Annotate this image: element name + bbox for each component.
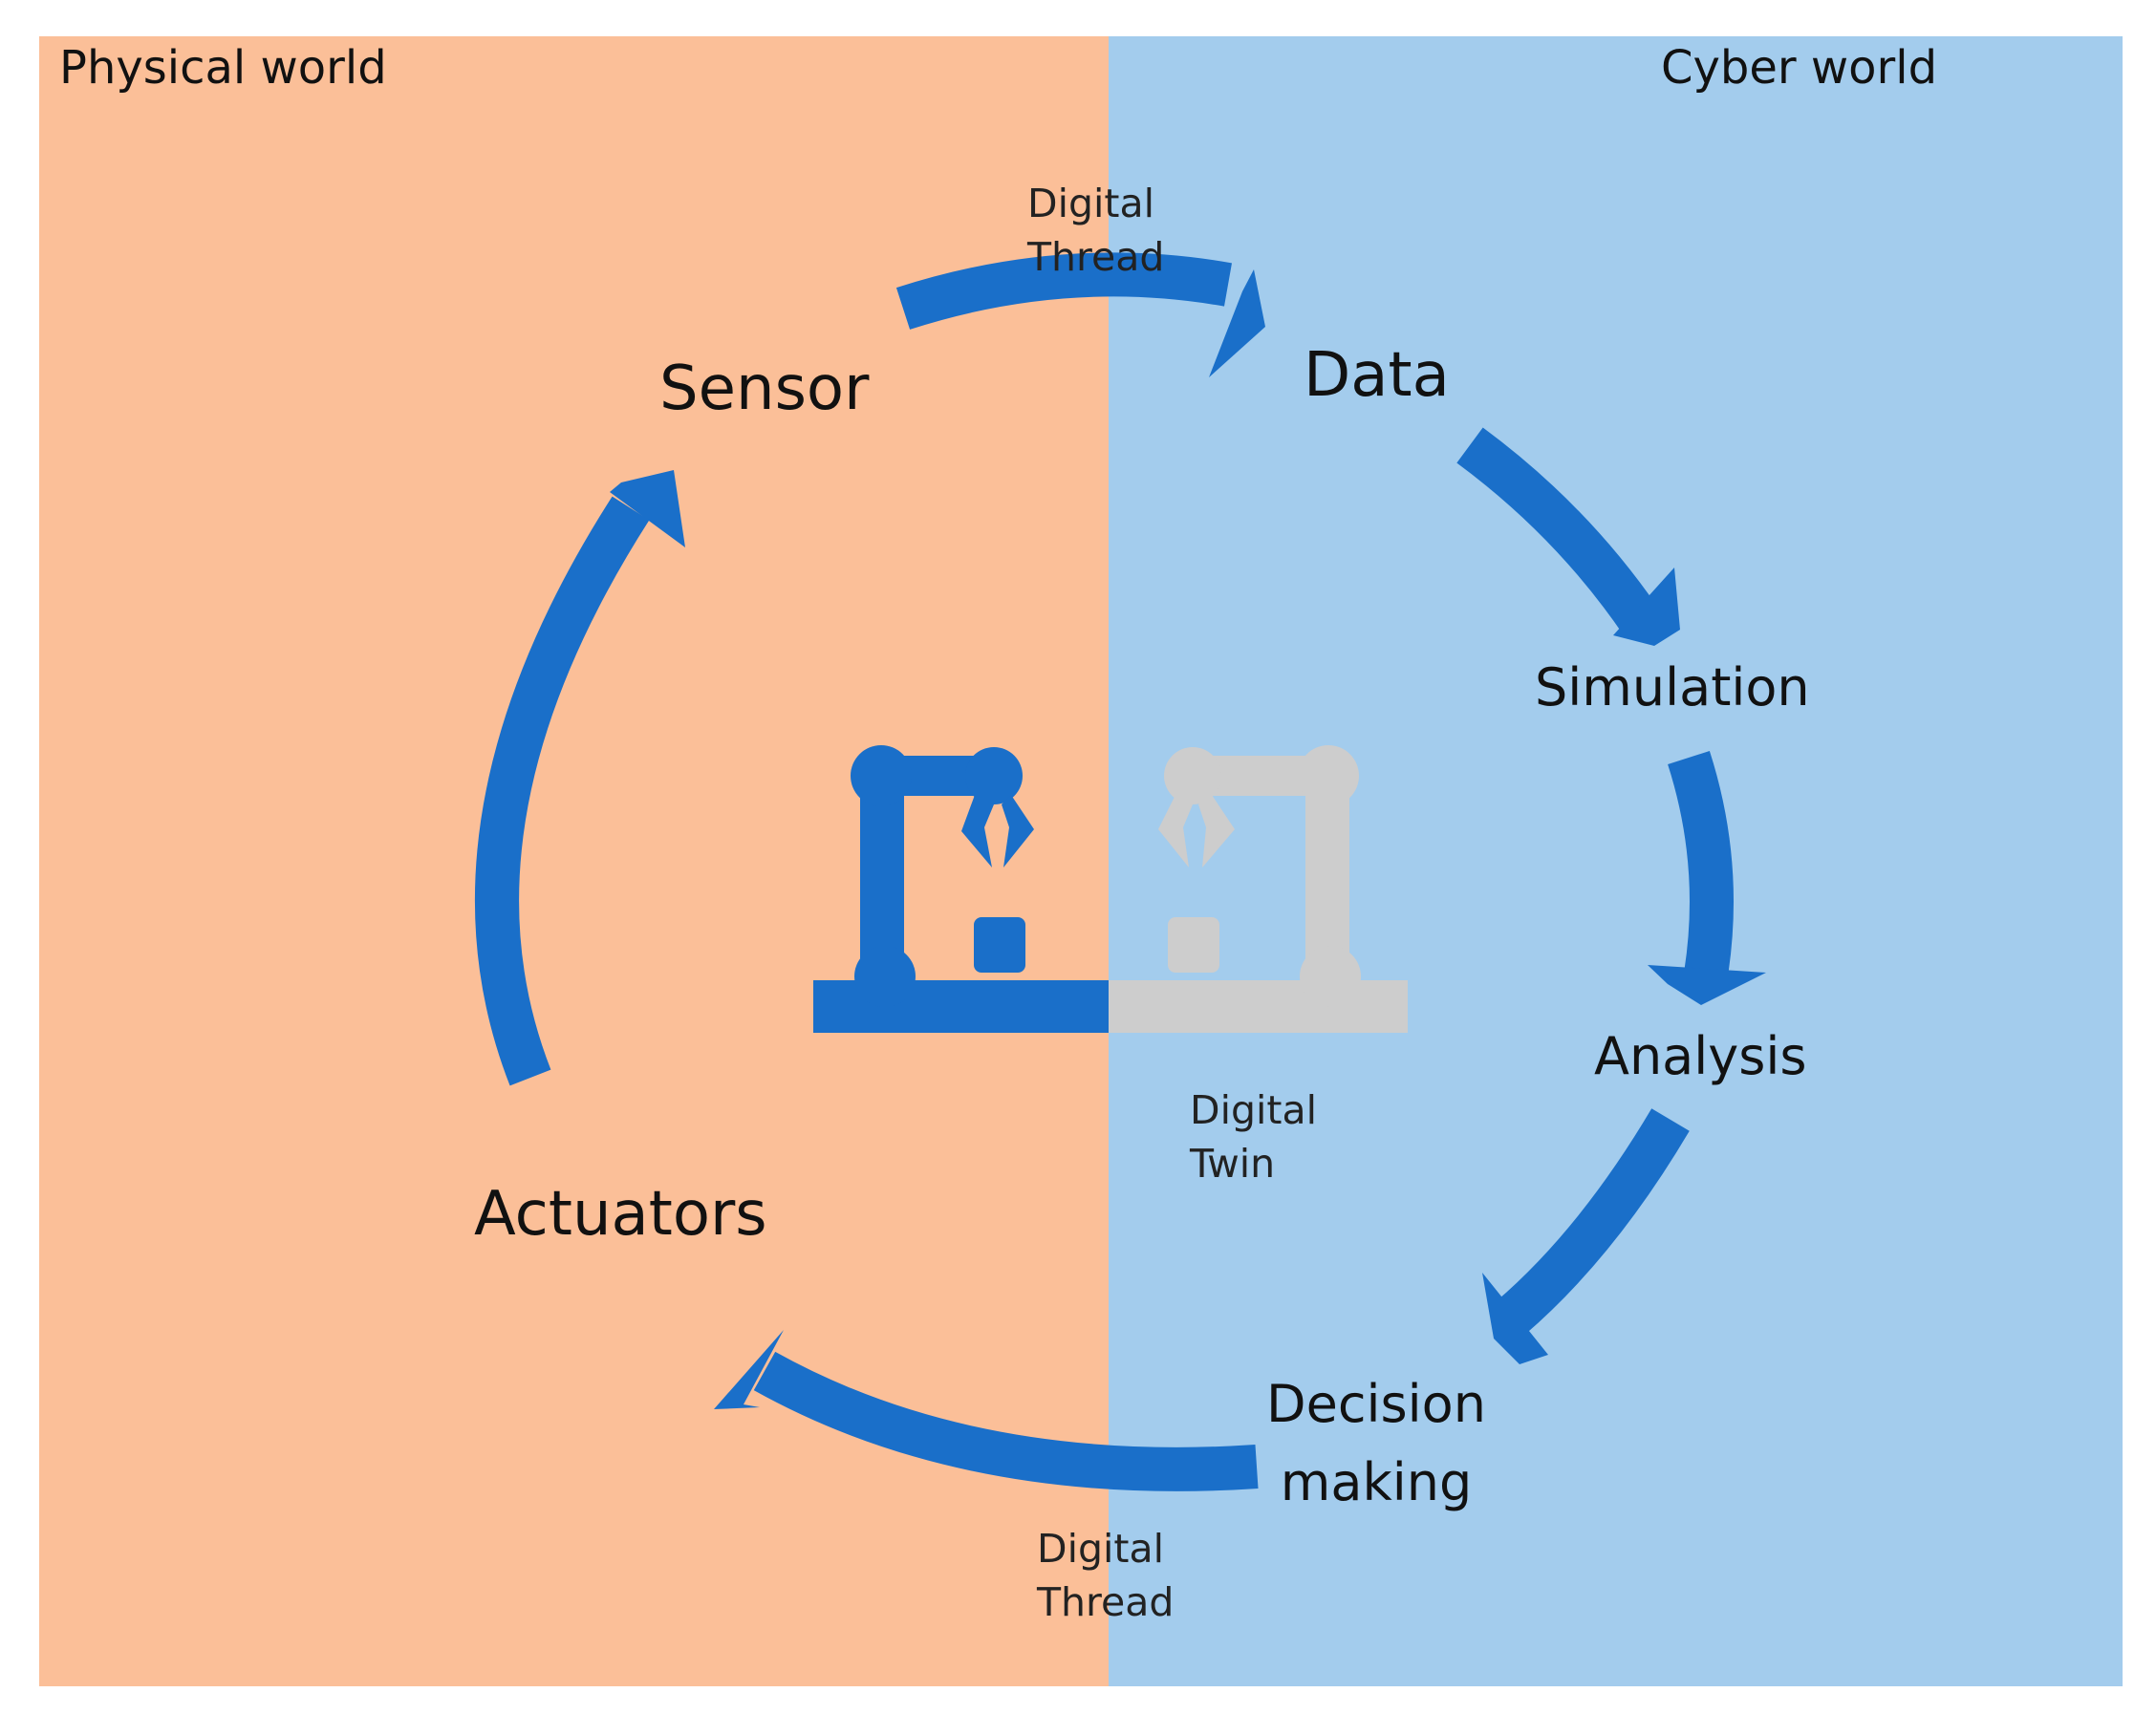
arrowhead-data-to-simulation [1613, 568, 1680, 646]
digital-robot-gripper-right [1198, 795, 1235, 868]
arrow-analysis-to-decision [1496, 1108, 1690, 1336]
digital-thread-top-line1: Digital [1027, 181, 1154, 226]
physical-robot-arm-icon [813, 745, 1109, 1033]
digital-robot-joint-top [1298, 745, 1359, 806]
digital-thread-top-line2: Thread [1027, 234, 1165, 280]
arrowhead-actuators-to-sensor [610, 470, 685, 547]
digital-thread-bottom-line2: Thread [1037, 1579, 1175, 1625]
physical-robot-joint-elbow [965, 747, 1023, 804]
arrow-sensor-to-data [895, 252, 1232, 330]
sensor-label: Sensor [659, 354, 870, 424]
physical-robot-block [974, 917, 1025, 973]
arrow-data-to-simulation [1456, 427, 1660, 635]
physical-robot-joint-top [851, 745, 912, 806]
digital-robot-gripper-left [1158, 795, 1193, 868]
digital-thread-bottom-line1: Digital [1037, 1526, 1164, 1572]
analysis-label: Analysis [1594, 1026, 1807, 1086]
digital-twin-robot-arm-icon [1109, 745, 1408, 1033]
arrowhead-simulation-to-analysis [1648, 965, 1766, 1005]
arrowhead-analysis-to-decision [1482, 1273, 1548, 1364]
arrow-simulation-to-analysis [1668, 750, 1734, 978]
arrowhead-sensor-to-data [1209, 269, 1265, 377]
physical-robot-joint-base [854, 946, 916, 1007]
data-label: Data [1304, 340, 1450, 411]
digital-twin-line2: Twin [1190, 1141, 1276, 1187]
cycle-arrows [475, 252, 1766, 1491]
digital-twin-line1: Digital [1190, 1087, 1317, 1133]
arrow-actuators-to-sensor [475, 496, 650, 1086]
cyber-world-label: Cyber world [1661, 41, 1938, 95]
digital-robot-base [1109, 980, 1408, 1033]
decision-making-label-line2: making [1280, 1452, 1473, 1512]
digital-robot-block [1168, 917, 1219, 973]
physical-robot-gripper-left [961, 795, 994, 868]
digital-robot-joint-base [1300, 946, 1361, 1007]
arrowhead-decision-to-actuators [714, 1330, 784, 1409]
digital-robot-joint-elbow [1164, 747, 1221, 804]
physical-robot-gripper-right [1002, 795, 1034, 868]
arrow-decision-to-actuators [753, 1351, 1259, 1491]
decision-making-label-line1: Decision [1266, 1374, 1486, 1434]
cyber-world-region [1109, 36, 2123, 1686]
simulation-label: Simulation [1535, 657, 1810, 718]
actuators-label: Actuators [474, 1179, 767, 1250]
physical-world-label: Physical world [59, 41, 387, 95]
